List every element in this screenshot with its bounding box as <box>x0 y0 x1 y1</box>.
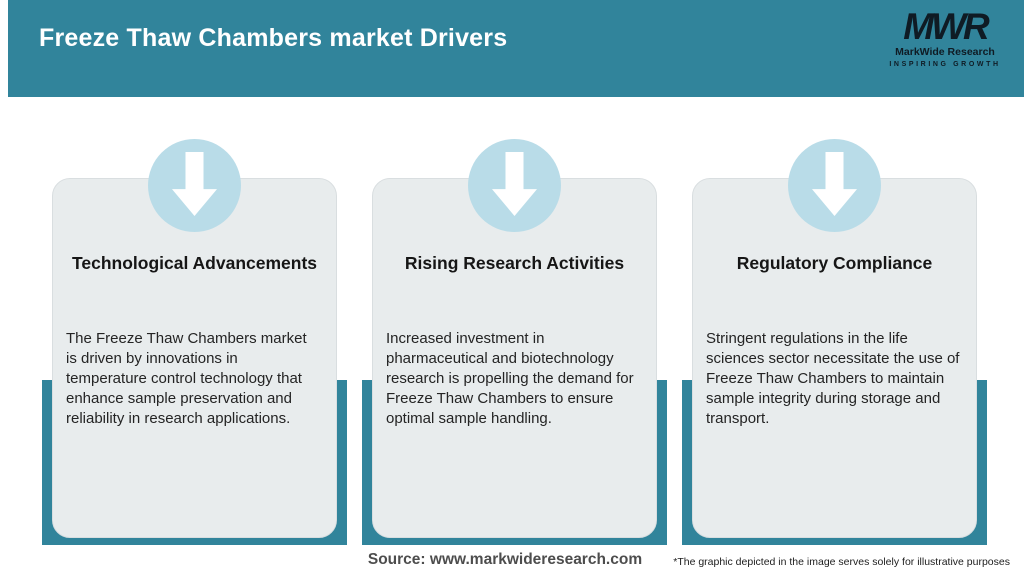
card-description: Stringent regulations in the life scienc… <box>706 330 960 427</box>
circle-badge <box>148 139 241 232</box>
logo-tagline: INSPIRING GROWTH <box>889 60 1001 68</box>
card-title: Rising Research Activities <box>404 253 625 273</box>
driver-card-rising-research-activities: Rising Research Activities Increased inv… <box>372 178 657 538</box>
down-arrow-icon <box>172 152 217 216</box>
down-arrow-icon <box>812 152 857 216</box>
circle-badge <box>788 139 881 232</box>
disclaimer-text: *The graphic depicted in the image serve… <box>673 556 1010 568</box>
markwide-research-logo: MWR MarkWide Research INSPIRING GROWTH <box>880 8 1010 68</box>
driver-card-regulatory-compliance: Regulatory Compliance Stringent regulati… <box>692 178 977 538</box>
driver-card-technological-advancements: Technological Advancements The Freeze Th… <box>52 178 337 538</box>
page-title: Freeze Thaw Chambers market Drivers <box>39 24 508 52</box>
card-description: Increased investment in pharmaceutical a… <box>386 330 634 427</box>
circle-badge <box>468 139 561 232</box>
header-bar: Freeze Thaw Chambers market Drivers MWR … <box>8 0 1024 97</box>
logo-acronym: MWR <box>903 6 989 47</box>
card-description: The Freeze Thaw Chambers market is drive… <box>66 330 307 427</box>
card-title: Technological Advancements <box>71 253 318 273</box>
down-arrow-icon <box>492 152 537 216</box>
logo-name: MarkWide Research <box>895 46 995 58</box>
source-text: Source: www.markwideresearch.com <box>367 551 643 568</box>
card-title: Regulatory Compliance <box>736 253 933 273</box>
